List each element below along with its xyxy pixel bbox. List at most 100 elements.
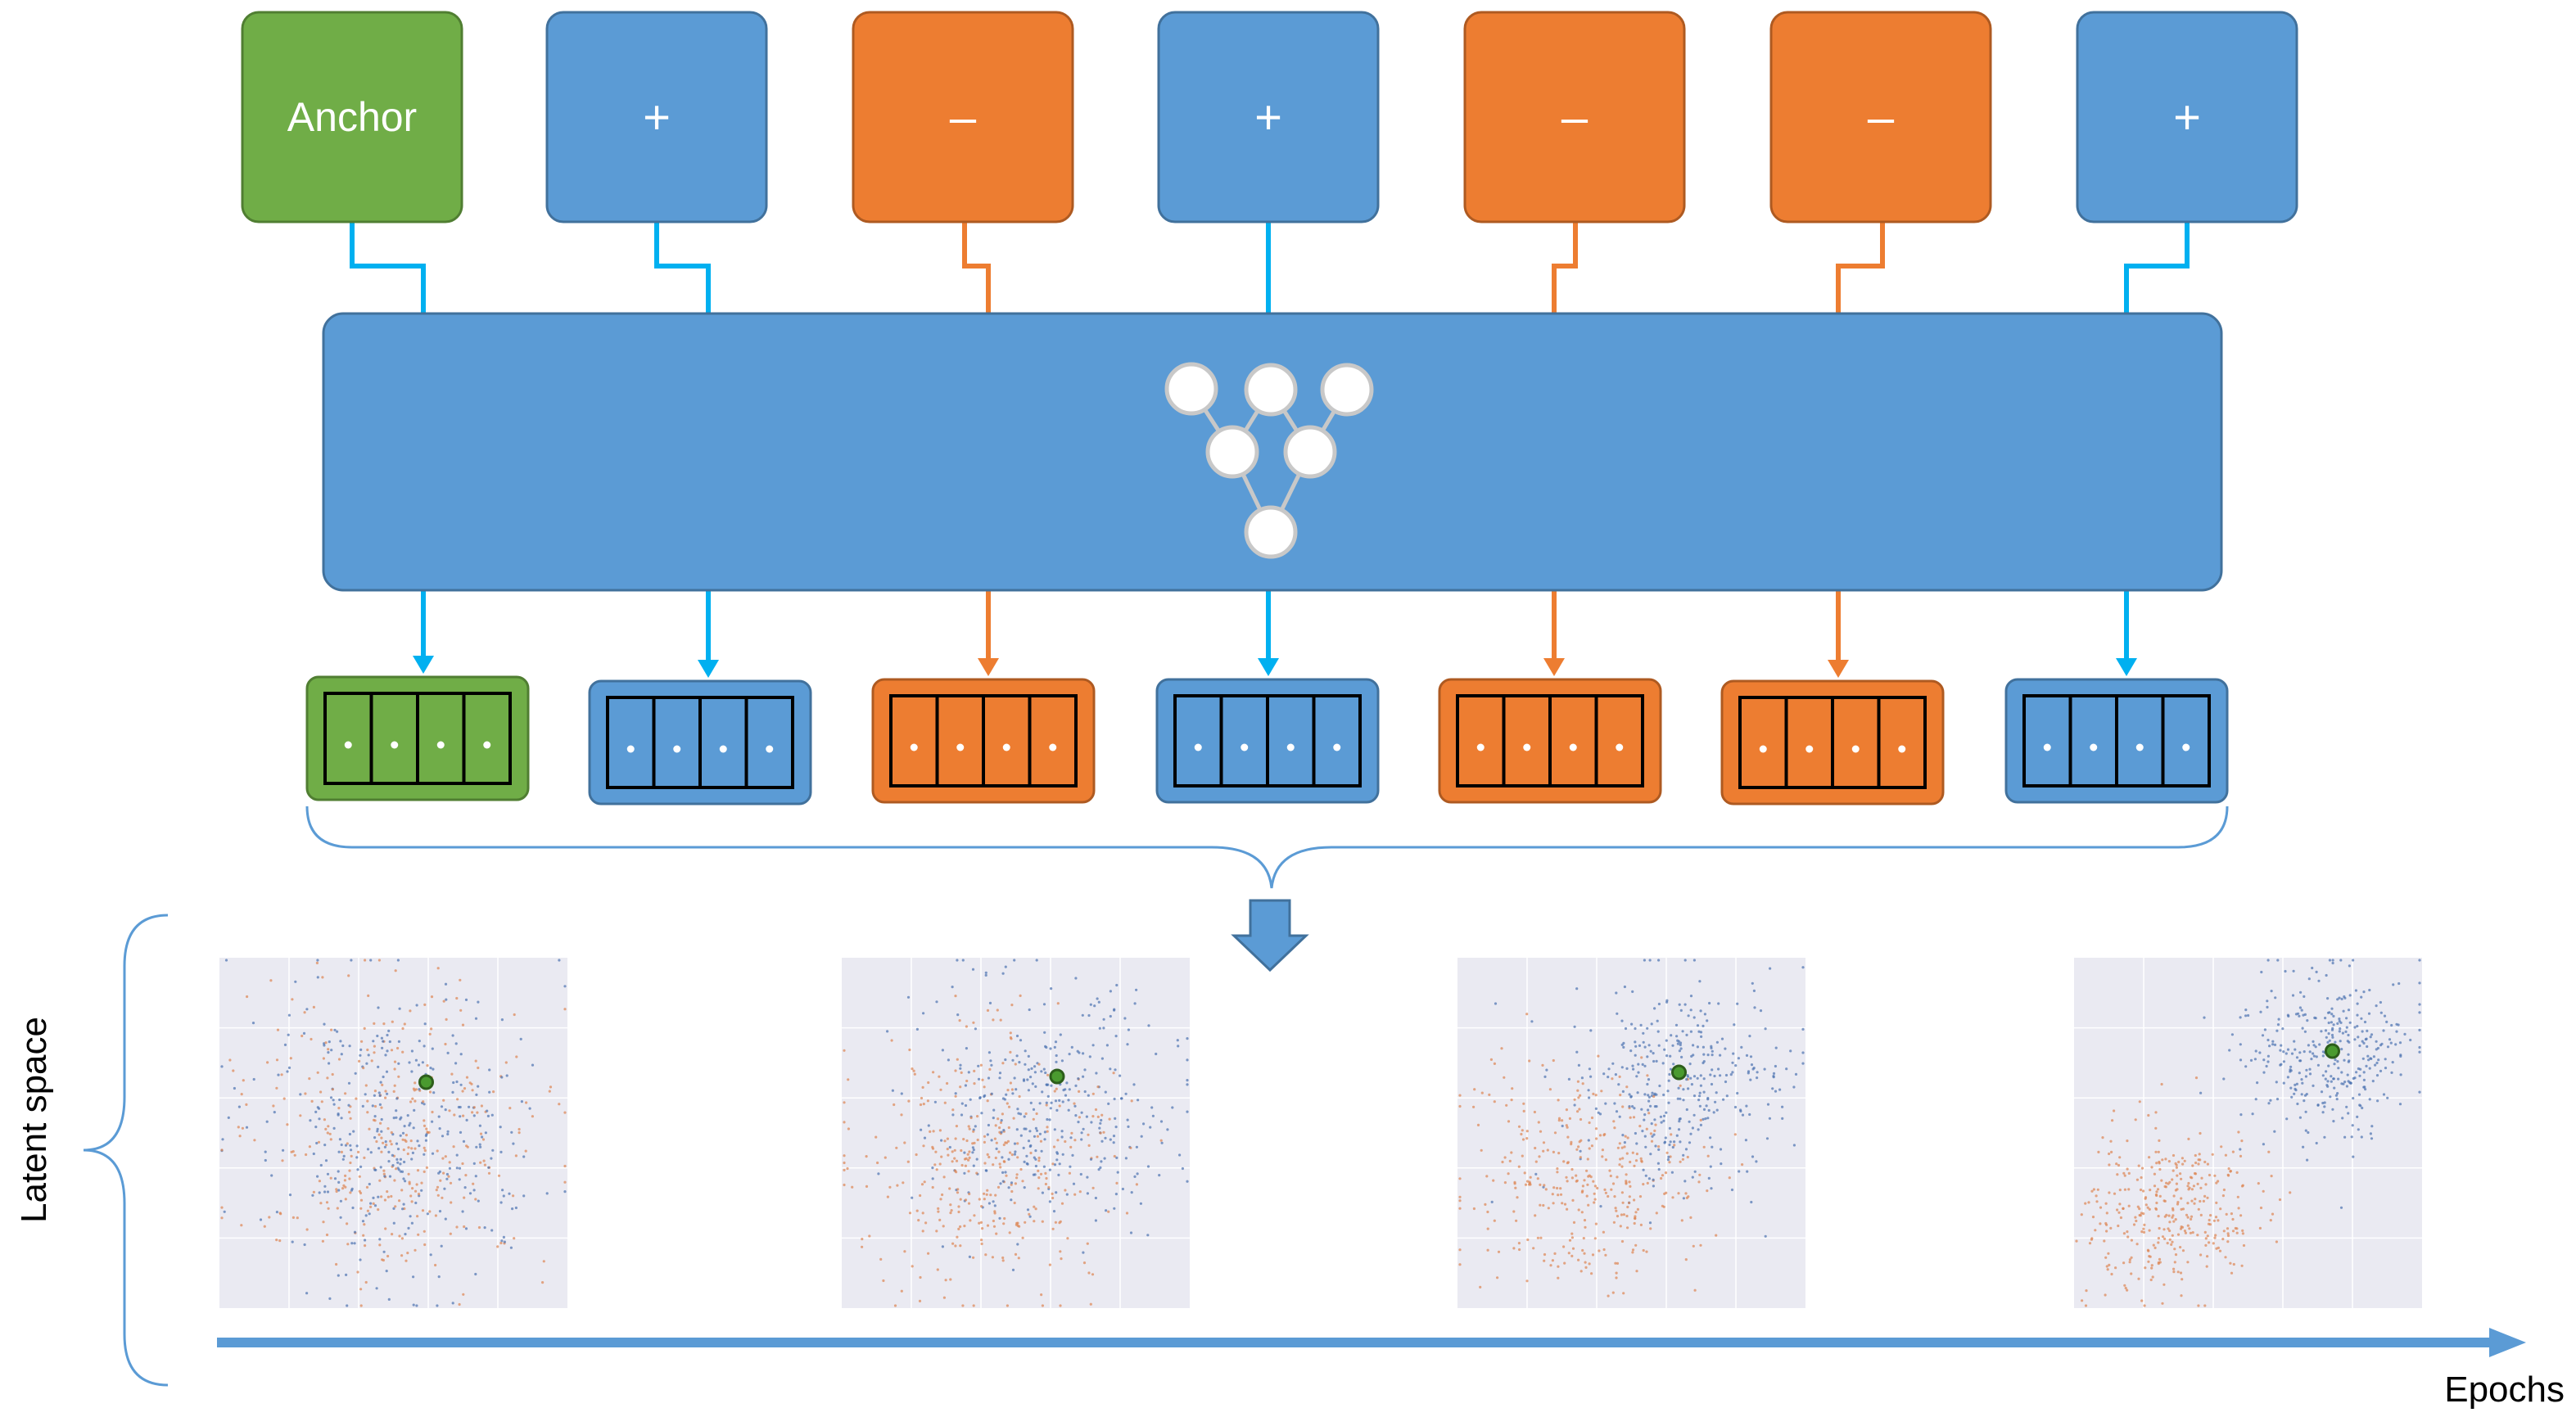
embedding-cell-dot <box>1523 743 1531 751</box>
positive-point <box>1766 1103 1770 1106</box>
negative-point <box>900 1289 903 1293</box>
positive-point <box>288 1194 292 1197</box>
negative-point <box>436 967 440 970</box>
negative-point <box>1616 1146 1620 1149</box>
positive-point <box>990 1092 993 1095</box>
negative-point <box>2104 1256 2108 1259</box>
positive-point <box>2290 1052 2294 1055</box>
negative-point <box>980 1242 983 1246</box>
negative-point <box>965 1079 969 1083</box>
negative-point <box>1566 1126 1569 1129</box>
positive-point <box>2352 1076 2355 1081</box>
positive-point <box>985 1169 988 1172</box>
positive-point <box>499 1150 503 1153</box>
positive-point <box>2305 1093 2308 1096</box>
negative-point <box>1552 1150 1555 1153</box>
negative-point <box>391 1020 394 1023</box>
negative-point <box>1500 1047 1503 1050</box>
positive-point <box>1752 989 1756 992</box>
positive-point <box>992 1200 995 1203</box>
negative-point <box>953 1157 956 1160</box>
positive-point <box>1705 1104 1708 1108</box>
positive-point <box>2317 979 2321 982</box>
negative-point <box>548 1090 551 1093</box>
positive-point <box>1748 1035 1751 1038</box>
negative-point <box>2193 1202 2196 1205</box>
positive-point <box>1093 1004 1096 1008</box>
positive-point <box>1710 1187 1713 1190</box>
positive-point <box>2382 1029 2385 1032</box>
positive-point <box>1709 1165 1712 1168</box>
negative-point <box>1068 1171 1071 1175</box>
positive-point <box>2293 1040 2296 1043</box>
positive-point <box>1623 1141 1626 1144</box>
negative-point <box>1503 1156 1507 1159</box>
negative-point <box>1016 1156 1019 1159</box>
negative-point <box>2275 1240 2278 1243</box>
input-box-label: – <box>1561 91 1589 144</box>
positive-point <box>1171 1106 1174 1109</box>
positive-point <box>933 1100 937 1103</box>
positive-point <box>1673 1140 1676 1144</box>
positive-point <box>2313 1016 2316 1019</box>
negative-point <box>2150 1266 2153 1270</box>
positive-point <box>1720 1162 1723 1166</box>
negative-point <box>400 1254 404 1257</box>
negative-point <box>903 1141 906 1144</box>
positive-point <box>1666 1158 1670 1162</box>
negative-point <box>1684 1258 1688 1261</box>
negative-point <box>2183 1230 2186 1233</box>
positive-point <box>1028 1130 1032 1133</box>
negative-point <box>953 1169 957 1172</box>
positive-point <box>2324 1029 2328 1032</box>
negative-point <box>1692 1244 1695 1248</box>
positive-point <box>388 1040 391 1044</box>
negative-point <box>1518 1248 1521 1252</box>
negative-point <box>459 1009 463 1012</box>
positive-point <box>1019 1134 1023 1137</box>
positive-point <box>1764 1234 1767 1238</box>
positive-point <box>377 1195 380 1198</box>
input-box-shape <box>852 11 1074 223</box>
negative-point <box>1588 1147 1591 1150</box>
positive-point <box>445 1177 449 1180</box>
positive-point <box>1013 1153 1016 1156</box>
negative-point <box>2090 1237 2094 1240</box>
positive-point <box>2388 1038 2392 1041</box>
negative-point <box>377 1208 380 1212</box>
positive-point <box>382 1075 385 1079</box>
positive-point <box>1647 1094 1650 1097</box>
positive-point <box>1677 1128 1681 1131</box>
negative-point <box>452 1145 455 1148</box>
positive-point <box>440 1105 444 1108</box>
positive-point <box>978 1096 982 1100</box>
negative-point <box>847 1127 850 1130</box>
positive-point <box>1764 1027 1767 1031</box>
positive-point <box>377 1006 380 1009</box>
negative-point <box>1078 1190 1082 1194</box>
positive-point <box>385 1270 388 1273</box>
positive-point <box>877 1172 880 1176</box>
negative-point <box>951 1150 954 1153</box>
positive-point <box>463 1186 467 1189</box>
positive-point <box>1669 1067 1673 1071</box>
positive-point <box>1634 1054 1637 1057</box>
positive-point <box>1061 1153 1064 1156</box>
negative-point <box>1638 1125 1642 1128</box>
negative-point <box>242 1079 245 1082</box>
negative-point <box>937 1210 940 1213</box>
negative-point <box>409 1194 413 1198</box>
positive-point <box>2357 1036 2360 1039</box>
positive-point <box>1702 1053 1706 1056</box>
positive-point <box>2267 1102 2271 1105</box>
positive-point <box>1720 1037 1724 1040</box>
negative-point <box>927 1252 930 1255</box>
latent-panel <box>2074 958 2422 1308</box>
positive-point <box>1102 1018 1105 1021</box>
positive-point <box>2336 1060 2339 1063</box>
negative-point <box>1649 1132 1652 1135</box>
negative-point <box>1588 1262 1591 1266</box>
negative-point <box>1595 1137 1598 1140</box>
positive-point <box>1000 1119 1003 1122</box>
negative-point <box>1633 1198 1636 1202</box>
